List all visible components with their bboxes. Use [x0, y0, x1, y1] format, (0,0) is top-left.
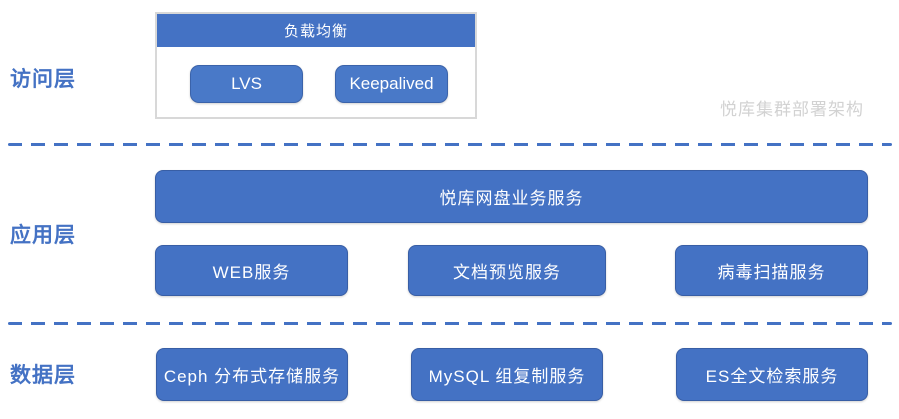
node-mysql-replication-service: MySQL 组复制服务: [411, 348, 603, 401]
node-keepalived: Keepalived: [335, 65, 448, 103]
node-ceph-storage-service: Ceph 分布式存储服务: [156, 348, 348, 401]
node-doc-preview-service: 文档预览服务: [408, 245, 606, 296]
node-es-search-service: ES全文检索服务: [676, 348, 868, 401]
separator-application-data: [8, 322, 892, 325]
load-balancer-group: 负载均衡 LVS Keepalived: [155, 12, 477, 119]
node-netdisk-business-service: 悦库网盘业务服务: [155, 170, 868, 223]
layer-label-access: 访问层: [10, 68, 76, 91]
diagram-title-watermark: 悦库集群部署架构: [720, 100, 864, 119]
node-web-service: WEB服务: [155, 245, 348, 296]
node-lvs: LVS: [190, 65, 303, 103]
layer-label-application: 应用层: [10, 224, 76, 247]
node-virus-scan-service: 病毒扫描服务: [675, 245, 868, 296]
separator-access-application: [8, 143, 892, 146]
load-balancer-group-title: 负载均衡: [157, 14, 475, 47]
layer-label-data: 数据层: [10, 364, 76, 387]
